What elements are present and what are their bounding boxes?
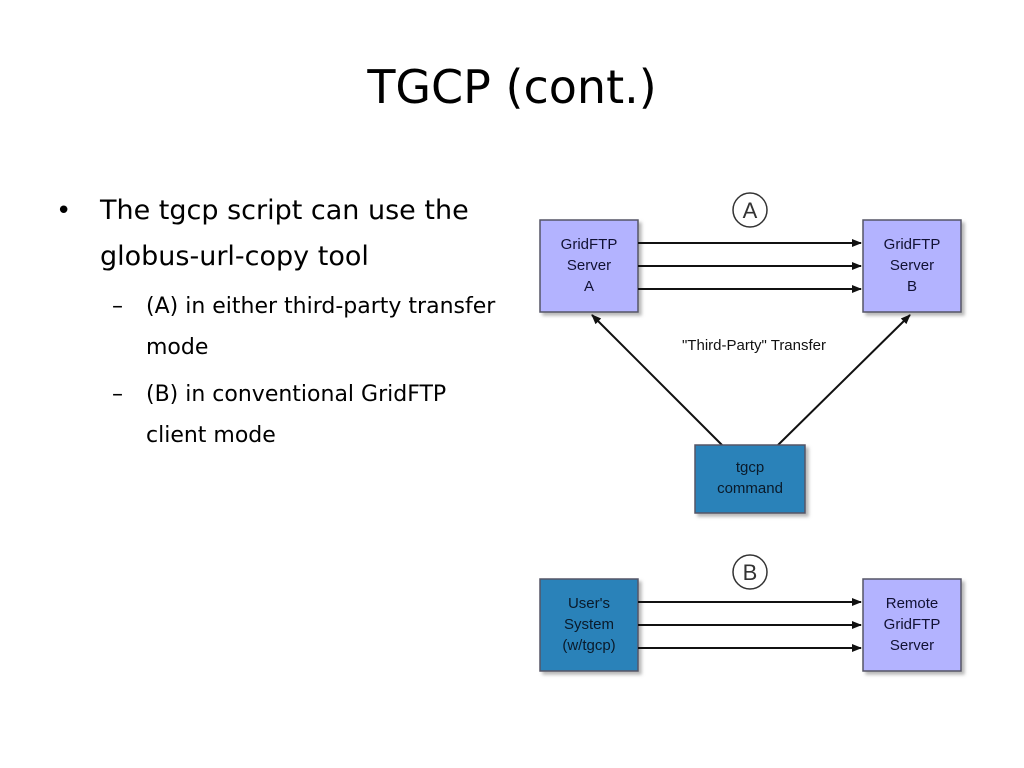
- remote-server-line-1: Remote: [886, 595, 939, 612]
- server-a-line-3: A: [584, 278, 594, 295]
- remote-server-box: [862, 578, 962, 672]
- slide-title: TGCP (cont.): [367, 60, 657, 114]
- sub-bullet-text: (B) in conventional GridFTP client mode: [146, 382, 447, 448]
- tgcp-command-box: [694, 444, 806, 514]
- tgcp-command-line-1: tgcp: [736, 459, 764, 476]
- sub-bullet-text: (A) in either third-party transfer mode: [146, 294, 496, 360]
- section-a-circle: [732, 192, 768, 228]
- bullet-text: The tgcp script can use the globus-url-c…: [100, 195, 469, 272]
- server-b-line-2: Server: [890, 257, 934, 274]
- server-a-box: [539, 219, 639, 313]
- users-system-line-1: User's: [568, 595, 610, 612]
- server-a-line-2: Server: [567, 257, 611, 274]
- users-system: User's System (w/tgcp): [539, 578, 639, 672]
- tgcp-command-line-2: command: [717, 480, 783, 497]
- transfer-diagram-svg: A GridFTP Server A GridFTP Server B "Thi…: [539, 192, 962, 672]
- server-b-line-3: B: [907, 278, 917, 295]
- transfer-diagram: A GridFTP Server A GridFTP Server B "Thi…: [520, 180, 990, 690]
- sub-bullet-item: – (A) in either third-party transfer mod…: [112, 286, 506, 368]
- server-b-box: [862, 219, 962, 313]
- control-arrow-to-server-a: [591, 314, 723, 446]
- section-b-label: B: [732, 554, 768, 590]
- dash-marker: –: [112, 382, 123, 407]
- bullet-marker: •: [56, 196, 72, 226]
- sub-bullet-list: – (A) in either third-party transfer mod…: [56, 286, 506, 456]
- sub-bullet-item: – (B) in conventional GridFTP client mod…: [112, 374, 506, 456]
- users-system-line-2: System: [564, 616, 614, 633]
- bullet-item: • The tgcp script can use the globus-url…: [56, 188, 506, 280]
- users-system-box: [539, 578, 639, 672]
- bullet-list: • The tgcp script can use the globus-url…: [56, 188, 506, 462]
- remote-server-line-3: Server: [890, 637, 934, 654]
- section-a-label: A: [732, 192, 768, 228]
- remote-server-line-2: GridFTP: [884, 616, 941, 633]
- section-b-circle: [732, 554, 768, 590]
- section-b-letter: B: [743, 560, 758, 585]
- third-party-transfer-label: "Third-Party" Transfer: [682, 337, 826, 354]
- server-a-line-1: GridFTP: [561, 236, 618, 253]
- gridftp-server-a: GridFTP Server A: [539, 219, 639, 313]
- server-b-line-1: GridFTP: [884, 236, 941, 253]
- dash-marker: –: [112, 294, 123, 319]
- users-system-line-3: (w/tgcp): [562, 637, 615, 654]
- tgcp-command: tgcp command: [694, 444, 806, 514]
- control-arrow-to-server-b: [777, 314, 911, 446]
- gridftp-server-b: GridFTP Server B: [862, 219, 962, 313]
- section-a-letter: A: [743, 198, 758, 223]
- remote-gridftp-server: Remote GridFTP Server: [862, 578, 962, 672]
